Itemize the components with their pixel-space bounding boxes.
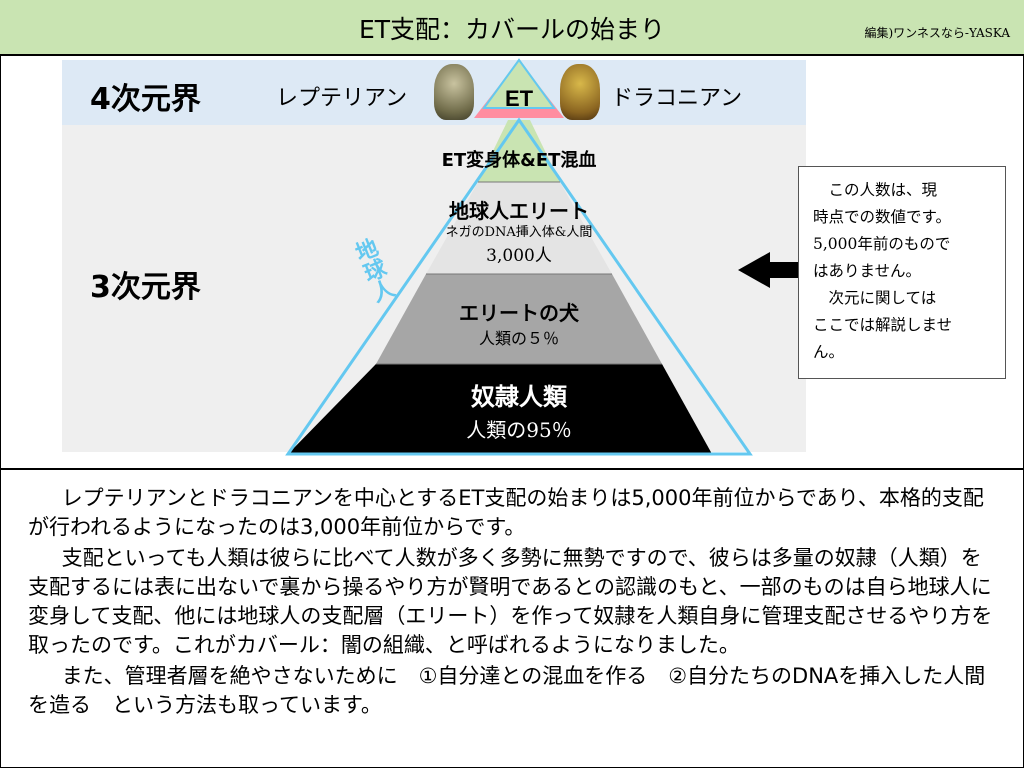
- body-paragraph: 支配といっても人類は彼らに比べて人数が多く多勢に無勢ですので、彼らは多量の奴隷（…: [28, 546, 993, 657]
- note-line: 時点での数値です。: [813, 208, 951, 226]
- pyramid-diagram: ET ET変身体&ET混血 地球人エリート ネガのDNA挿入体&人間 3,000…: [285, 58, 800, 456]
- note-line: はありません。: [813, 262, 922, 280]
- note-box: この人数は、現 時点での数値です。 5,000年前のもので はありません。 次元…: [798, 166, 1006, 379]
- note-line: 次元に関しては: [828, 289, 937, 307]
- header-bar: ET支配：カバールの始まり 編集)ワンネスなら-YASKA: [0, 0, 1024, 56]
- tier-elite-title: 地球人エリート: [449, 199, 589, 223]
- page-title: ET支配：カバールの始まり: [358, 15, 666, 44]
- body-paragraph: レプテリアンとドラコニアンを中心とするET支配の始まりは5,000年前位からであ…: [28, 486, 984, 539]
- tier-dog-sub1: 人類の５％: [479, 329, 559, 348]
- body-text: レプテリアンとドラコニアンを中心とするET支配の始まりは5,000年前位からであ…: [28, 484, 1000, 722]
- tier-et-title: ET: [505, 86, 534, 111]
- note-line: ん。: [813, 343, 845, 361]
- tier-elite-sub2: 3,000人: [486, 246, 552, 266]
- note-line: この人数は、現: [828, 181, 938, 199]
- reptilian-portrait-icon: [434, 64, 474, 120]
- tier-elite-sub1: ネガのDNA挿入体&人間: [446, 225, 593, 240]
- pyramid-tier-et-hybrid: [478, 120, 560, 182]
- dimension-3-label: 3次元界: [90, 270, 201, 305]
- pyramid-tier-et-outline: [482, 58, 556, 109]
- tier-hybrid-title: ET変身体&ET混血: [442, 149, 597, 171]
- pyramid-tier-elite-dog: [376, 274, 662, 364]
- reptilian-label: レプテリアン: [276, 86, 408, 111]
- draconian-portrait-icon: [560, 64, 600, 120]
- credit-text: 編集)ワンネスなら-YASKA: [864, 26, 1010, 40]
- pyramid-tier-slave: [288, 364, 712, 454]
- note-line: 5,000年前のもので: [813, 235, 951, 253]
- pyramid-tier-elite: [426, 182, 612, 274]
- draconian-label: ドラコニアン: [611, 86, 743, 111]
- body-paragraph: また、管理者層を絶やさないために ①自分達との混血を作る ②自分たちのDNAを挿…: [28, 664, 986, 717]
- dimension-4-label: 4次元界: [90, 82, 201, 117]
- tier-slave-sub1: 人類の95％: [466, 418, 571, 442]
- tier-slave-title: 奴隷人類: [470, 383, 568, 411]
- arrow-left-icon: [738, 252, 800, 288]
- section-divider: [0, 468, 1024, 470]
- note-line: ここでは解説しませ: [813, 316, 953, 334]
- tier-dog-title: エリートの犬: [459, 301, 580, 325]
- pyramid-outline: [285, 117, 753, 456]
